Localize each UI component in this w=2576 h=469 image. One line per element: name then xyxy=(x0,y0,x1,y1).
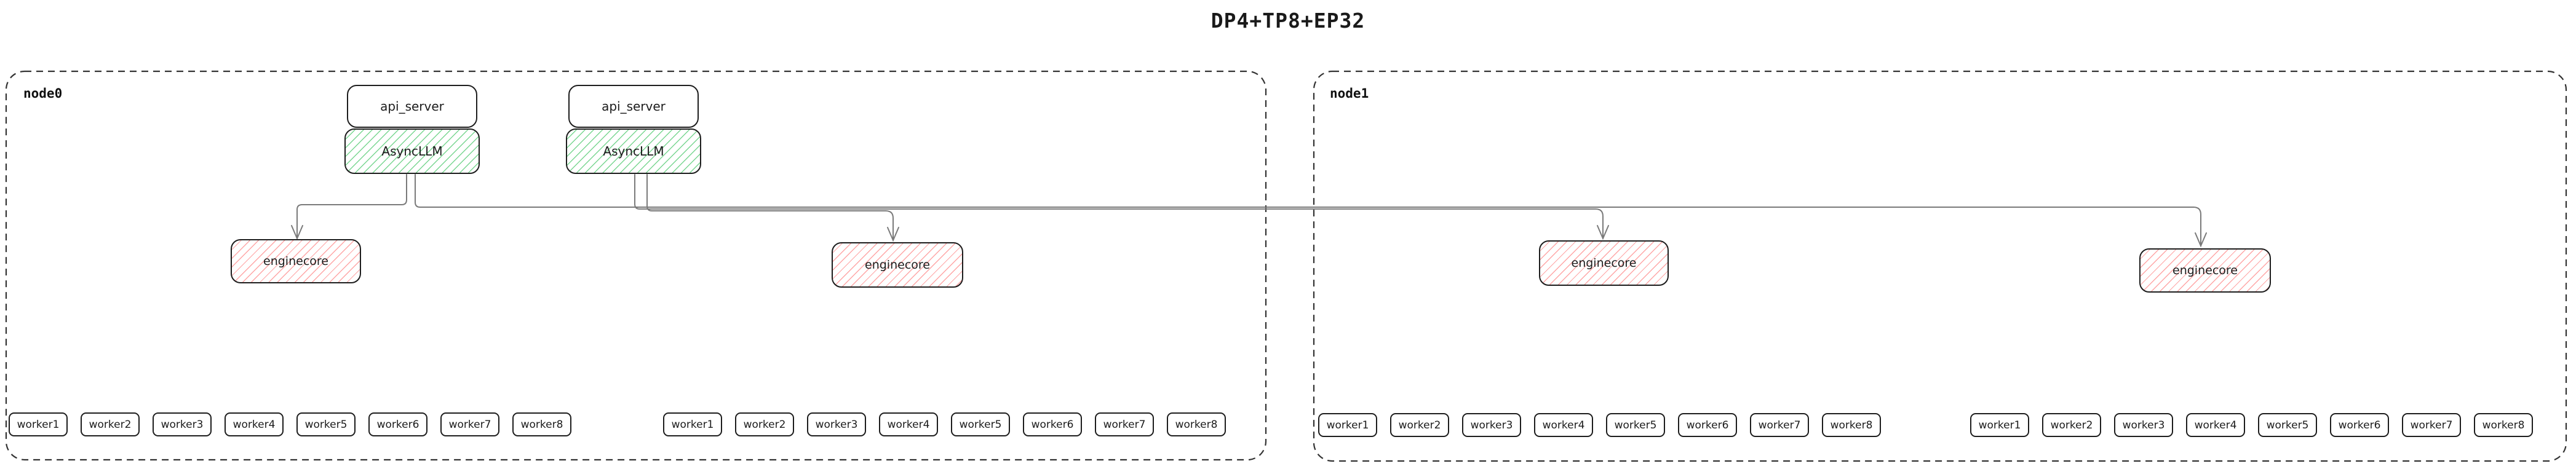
worker-box: worker4 xyxy=(225,412,284,436)
edge-asyncllm2-enginecore3 xyxy=(634,174,1604,239)
worker-box: worker6 xyxy=(368,412,427,436)
worker-box: worker3 xyxy=(153,412,212,436)
worker-box: worker2 xyxy=(735,412,794,436)
worker-box: worker5 xyxy=(2258,413,2317,437)
worker-box: worker4 xyxy=(2186,413,2245,437)
worker-box: worker1 xyxy=(663,412,722,436)
api-server-box-2: api_server xyxy=(568,85,699,128)
worker-box: worker6 xyxy=(1678,413,1737,437)
worker-box: worker1 xyxy=(9,412,68,436)
enginecore-box-3: enginecore xyxy=(1539,240,1669,286)
edge-asyncllm1-enginecore1 xyxy=(296,174,407,238)
worker-box: worker3 xyxy=(1462,413,1521,437)
worker-box: worker8 xyxy=(512,412,571,436)
worker-box: worker8 xyxy=(1167,412,1226,436)
worker-box: worker6 xyxy=(2330,413,2389,437)
worker-box: worker7 xyxy=(1095,412,1154,436)
node0-boundary xyxy=(5,70,1267,461)
worker-box: worker2 xyxy=(81,412,140,436)
edge-asyncllm1-enginecore4 xyxy=(415,174,2201,246)
worker-box: worker1 xyxy=(1970,413,2029,437)
worker-box: worker5 xyxy=(1606,413,1665,437)
worker-box: worker7 xyxy=(2402,413,2461,437)
asyncllm-box-2: AsyncLLM xyxy=(566,128,701,174)
worker-box: worker3 xyxy=(807,412,866,436)
api-server-box-1: api_server xyxy=(347,85,477,128)
node1-boundary xyxy=(1313,70,2567,462)
worker-box: worker8 xyxy=(1822,413,1881,437)
enginecore-box-2: enginecore xyxy=(832,242,963,288)
worker-box: worker4 xyxy=(1534,413,1593,437)
worker-box: worker7 xyxy=(440,412,499,436)
arrowhead-enginecore4 xyxy=(2195,232,2207,248)
enginecore-box-4: enginecore xyxy=(2139,248,2271,293)
edge-asyncllm2-enginecore2 xyxy=(646,174,894,241)
arrowhead-enginecore1 xyxy=(291,225,303,240)
node1-label: node1 xyxy=(1330,86,1369,101)
worker-box: worker6 xyxy=(1023,412,1082,436)
worker-box: worker2 xyxy=(2042,413,2101,437)
worker-box: worker7 xyxy=(1750,413,1809,437)
arrowhead-enginecore3 xyxy=(1597,225,1609,240)
worker-box: worker5 xyxy=(296,412,356,436)
worker-box: worker4 xyxy=(879,412,938,436)
diagram-title: DP4+TP8+EP32 xyxy=(1210,9,1366,33)
worker-box: worker1 xyxy=(1318,413,1377,437)
enginecore-box-1: enginecore xyxy=(231,239,361,283)
node0-label: node0 xyxy=(23,86,63,101)
worker-box: worker3 xyxy=(2114,413,2173,437)
worker-box: worker2 xyxy=(1390,413,1449,437)
worker-box: worker5 xyxy=(951,412,1010,436)
asyncllm-box-1: AsyncLLM xyxy=(344,128,480,174)
arrowhead-enginecore2 xyxy=(887,227,899,242)
worker-box: worker8 xyxy=(2474,413,2533,437)
